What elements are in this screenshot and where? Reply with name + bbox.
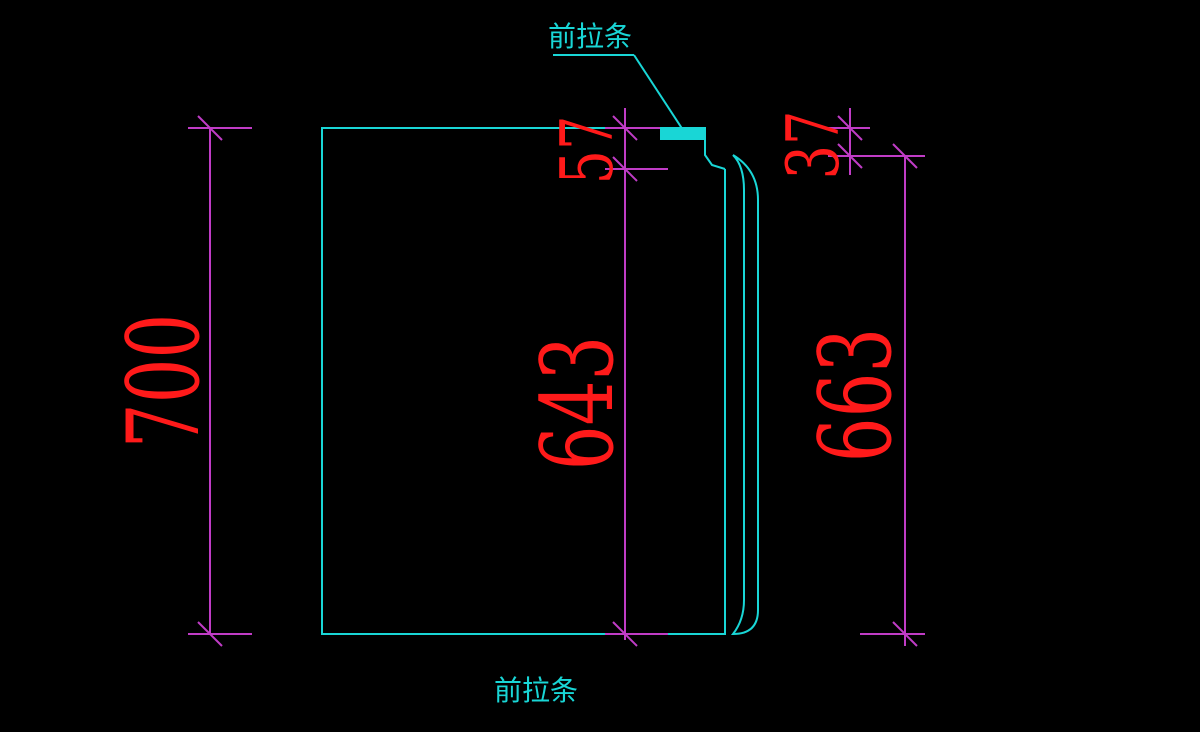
dimension-lines	[188, 108, 925, 647]
bottom-caption: 前拉条	[494, 674, 578, 707]
dim-side-height: 663	[799, 328, 914, 463]
main-body-outline	[321, 127, 726, 635]
dim-top-notch: 57	[546, 116, 630, 185]
dim-body-height: 643	[521, 336, 636, 471]
pull-strip-cap	[660, 128, 705, 140]
callout-leader	[553, 54, 684, 131]
dim-overall-height: 700	[107, 314, 222, 449]
callout-label: 前拉条	[548, 20, 632, 53]
dim-side-offset: 37	[772, 111, 856, 180]
front-pull-strip	[730, 154, 759, 636]
